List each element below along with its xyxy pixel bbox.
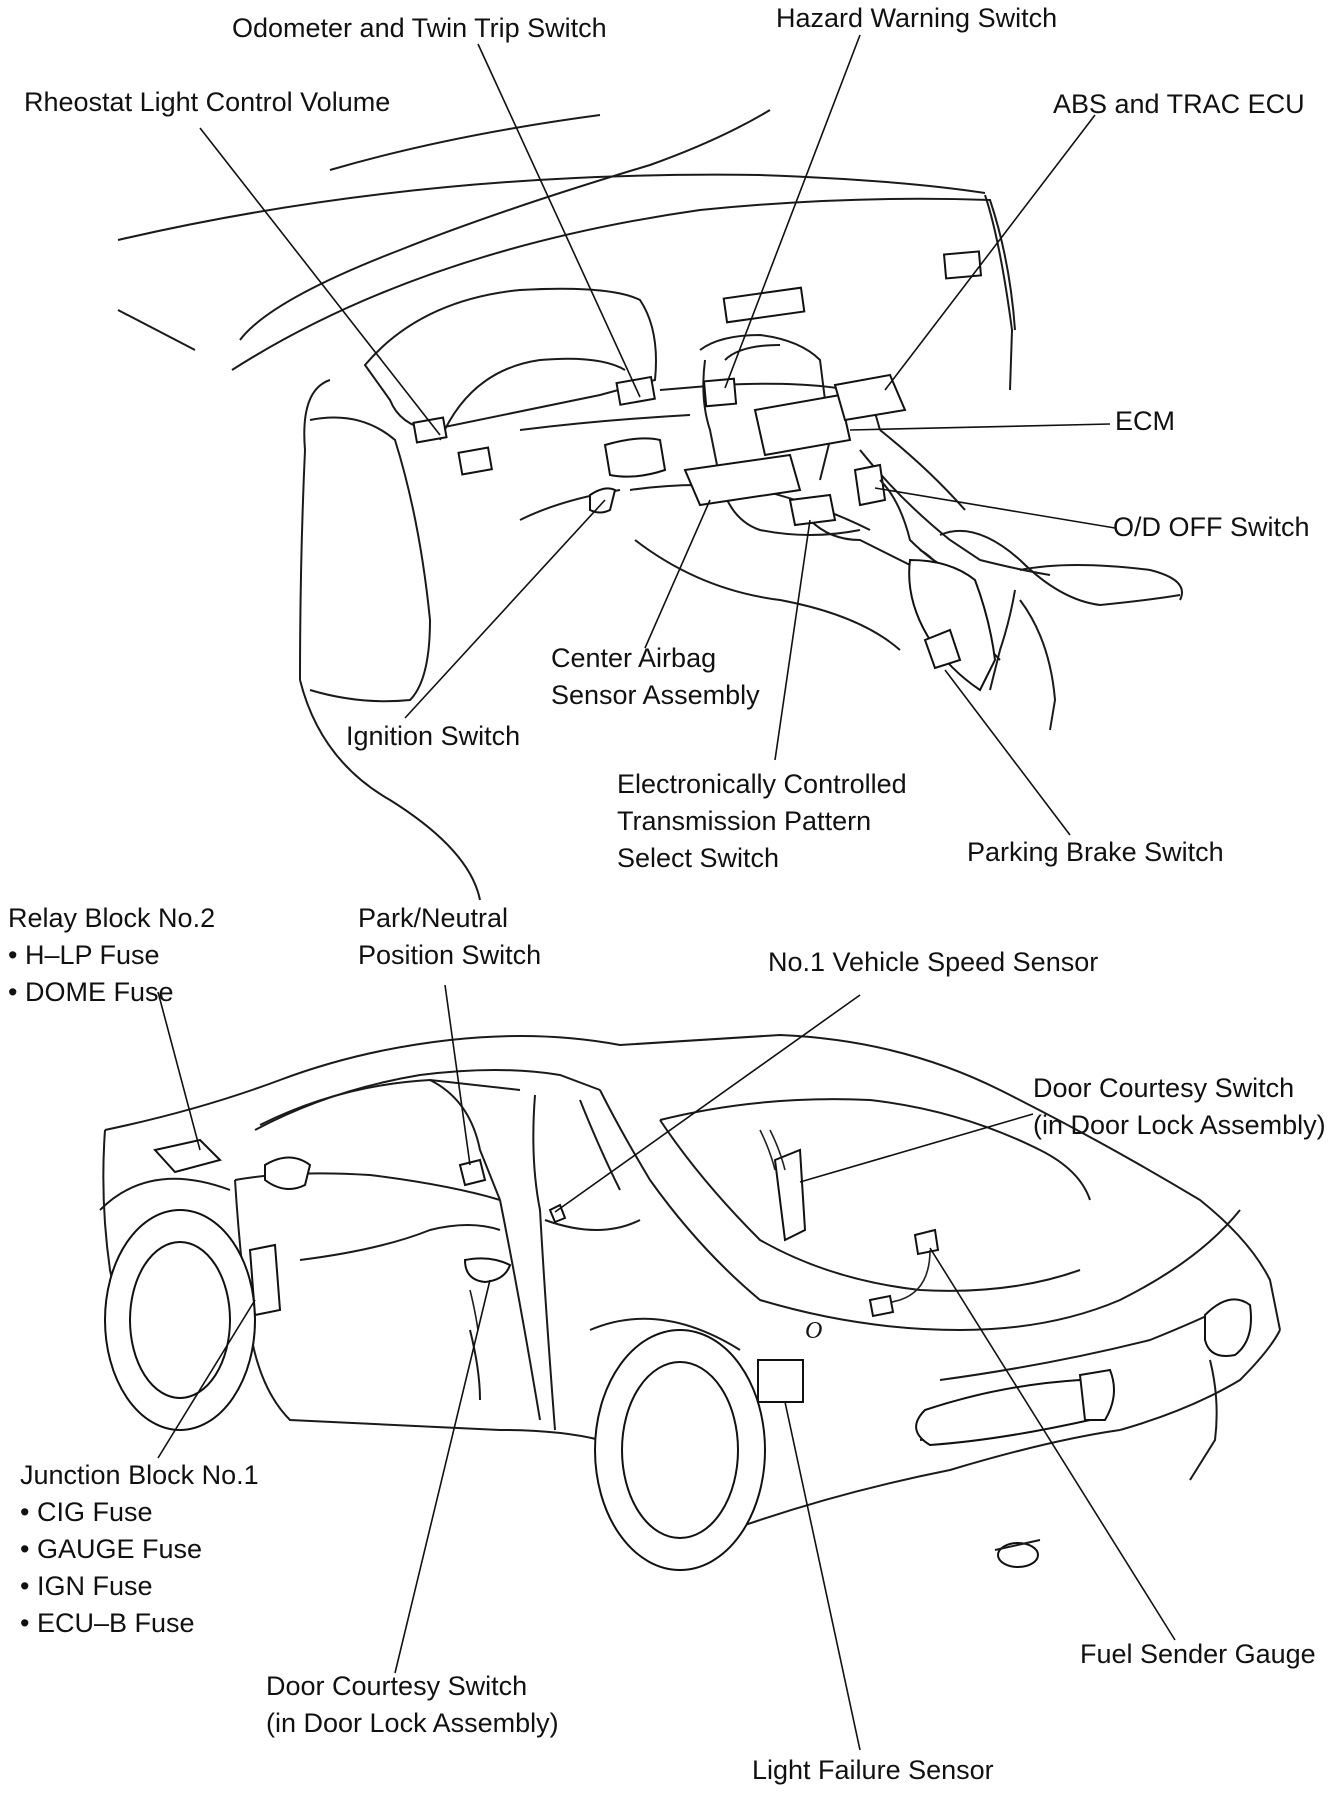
label-line: • H–LP Fuse — [8, 940, 160, 970]
dashboard-illustration — [117, 109, 1183, 901]
label-junction-block-no1: Junction Block No.1 • CIG Fuse • GAUGE F… — [20, 1457, 259, 1642]
leader-ecm — [849, 423, 1111, 431]
leader-hazard — [724, 34, 861, 389]
label-rheostat-light-control-volume: Rheostat Light Control Volume — [24, 87, 391, 117]
label-line: Sensor Assembly — [551, 680, 760, 710]
label-door-courtesy-switch-right: Door Courtesy Switch (in Door Lock Assem… — [1033, 1070, 1326, 1144]
label-line: Park/Neutral — [358, 903, 509, 933]
label-line: • DOME Fuse — [8, 977, 174, 1007]
label-line: Door Courtesy Switch — [266, 1671, 528, 1701]
label-hazard-warning-switch: Hazard Warning Switch — [776, 3, 1058, 33]
leader-door-courtesy-left — [394, 1279, 491, 1674]
label-line: Junction Block No.1 — [20, 1460, 259, 1490]
label-relay-block-no2: Relay Block No.2 • H–LP Fuse • DOME Fuse — [8, 900, 215, 1011]
label-ect-pattern-select-switch: Electronically Controlled Transmission P… — [617, 766, 907, 877]
label-line: • IGN Fuse — [20, 1571, 153, 1601]
leader-abs-trac — [884, 114, 1096, 391]
label-parking-brake-switch: Parking Brake Switch — [967, 837, 1224, 867]
label-light-failure-sensor: Light Failure Sensor — [752, 1755, 994, 1785]
label-od-off-switch: O/D OFF Switch — [1113, 512, 1310, 542]
leader-lines — [157, 34, 1176, 1751]
label-line: Door Courtesy Switch — [1033, 1073, 1295, 1103]
leader-rheostat — [199, 127, 441, 436]
leader-ect-pattern — [774, 519, 811, 761]
leader-speed-sensor — [554, 994, 861, 1213]
label-line: Electronically Controlled — [617, 769, 907, 799]
label-center-airbag-sensor-assembly: Center Airbag Sensor Assembly — [551, 640, 760, 714]
label-line: • GAUGE Fuse — [20, 1534, 202, 1564]
label-line: Select Switch — [617, 843, 780, 873]
leader-fuel-sender — [929, 1247, 1176, 1641]
leader-junction-block — [157, 1299, 256, 1459]
label-line: Relay Block No.2 — [8, 903, 216, 933]
label-line: (in Door Lock Assembly) — [1033, 1110, 1326, 1140]
label-odometer-twin-trip-switch: Odometer and Twin Trip Switch — [232, 13, 607, 43]
label-line: • CIG Fuse — [20, 1497, 153, 1527]
leader-center-airbag — [644, 499, 711, 649]
label-no1-vehicle-speed-sensor: No.1 Vehicle Speed Sensor — [768, 947, 1099, 977]
label-line: Position Switch — [358, 940, 542, 970]
label-ignition-switch: Ignition Switch — [346, 721, 521, 751]
label-door-courtesy-switch-left: Door Courtesy Switch (in Door Lock Assem… — [266, 1668, 559, 1742]
label-line: • ECU–B Fuse — [20, 1608, 195, 1638]
label-ecm: ECM — [1115, 406, 1175, 436]
fuel-door-mark: O — [805, 1318, 822, 1344]
leader-door-courtesy-right — [799, 1113, 1034, 1183]
leader-odometer — [477, 43, 641, 398]
label-line: Center Airbag — [551, 643, 717, 673]
leader-od-off — [874, 487, 1116, 529]
car-illustration — [99, 1033, 1281, 1571]
leader-light-failure — [784, 1401, 861, 1751]
leader-ignition — [404, 499, 606, 719]
label-line: (in Door Lock Assembly) — [266, 1708, 559, 1738]
label-fuel-sender-gauge: Fuel Sender Gauge — [1080, 1639, 1316, 1669]
leader-parking-brake — [944, 669, 1071, 836]
leader-park-neutral — [444, 984, 471, 1166]
leader-relay-block — [157, 991, 201, 1151]
label-line: Transmission Pattern — [617, 806, 872, 836]
label-park-neutral-position-switch: Park/Neutral Position Switch — [358, 900, 541, 974]
label-abs-trac-ecu: ABS and TRAC ECU — [1053, 89, 1305, 119]
